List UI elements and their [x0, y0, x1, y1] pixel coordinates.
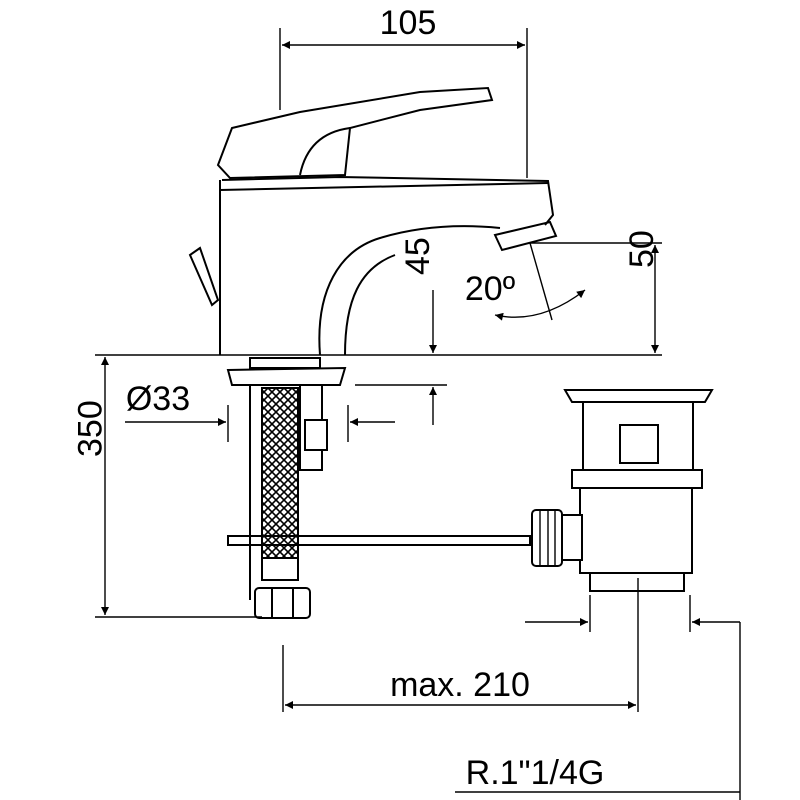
max-210-label: max. 210	[390, 666, 530, 704]
dimension-50-label: 50	[623, 230, 661, 268]
lever-neck	[299, 127, 351, 176]
rod-inlet	[561, 514, 583, 561]
drain-lower-body	[579, 487, 693, 574]
drain-rod	[227, 535, 531, 546]
mounting-hoses	[226, 357, 531, 619]
dimension-105-label: 105	[380, 4, 437, 42]
dimension-50: 50	[530, 230, 662, 353]
thread-label: R.1"1/4G	[466, 754, 605, 792]
faucet-body	[188, 86, 558, 356]
dimension-thread: R.1"1/4G	[455, 754, 740, 793]
hose-connector-nut	[254, 587, 311, 619]
dimension-45-label: 45	[399, 237, 437, 275]
mounting-washer	[249, 357, 321, 369]
drain-window	[619, 424, 659, 464]
angle-arc	[494, 289, 586, 321]
dimension-20-degrees: 20º	[465, 242, 586, 321]
angle-label: 20º	[465, 270, 515, 308]
angle-line	[529, 242, 553, 321]
rod-nut	[531, 509, 563, 567]
drain-tail	[589, 572, 685, 592]
diameter-label: Ø33	[126, 380, 190, 418]
dimension-350: 350	[72, 357, 262, 618]
dimension-45: 45	[355, 237, 447, 425]
pop-up-knob	[188, 246, 220, 307]
drain-flange	[563, 389, 714, 403]
dimension-diameter-33: Ø33	[125, 380, 395, 442]
spout-underside	[318, 225, 501, 356]
hose-ferrule	[261, 557, 299, 581]
pop-up-drain	[531, 389, 714, 592]
lever-handle	[216, 86, 494, 180]
drain-collar	[571, 469, 703, 489]
spout-outline	[221, 175, 555, 226]
aerator	[493, 220, 558, 252]
braided-hose	[261, 387, 299, 559]
mounting-plate	[226, 366, 347, 386]
dimension-105: 105	[279, 4, 528, 178]
spout-top	[219, 182, 549, 191]
dimension-350-label: 350	[72, 400, 110, 457]
dimension-max-210: max. 210	[282, 578, 741, 800]
body-curve	[344, 254, 396, 356]
fixing-nut	[304, 419, 328, 451]
